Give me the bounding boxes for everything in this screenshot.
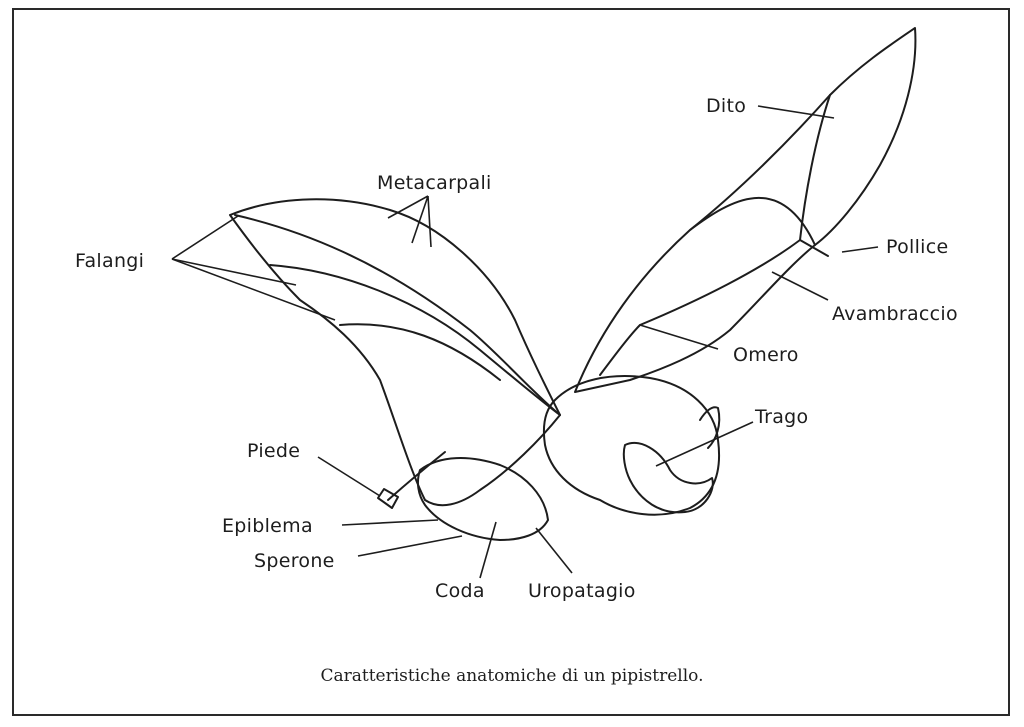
label-sperone: Sperone [254,550,335,572]
leader-falangi-3 [172,259,335,320]
label-epiblema: Epiblema [222,515,313,537]
left-wing-bone-2 [270,265,560,415]
leader-uropatagio [536,528,572,573]
leader-epiblema [342,520,438,525]
label-piede: Piede [247,440,300,462]
left-wing-bone-3 [340,324,500,380]
right-wing-membrane [575,28,915,392]
label-falangi: Falangi [75,250,144,272]
leader-pollice [842,247,878,252]
leader-avambraccio [772,272,828,300]
label-avambraccio: Avambraccio [832,303,958,325]
tail-membrane [418,458,548,540]
right-wing-humerus [600,325,640,375]
label-omero: Omero [733,344,799,366]
leader-omero [640,325,718,349]
leader-coda [480,522,496,578]
figure-caption: Caratteristiche anatomiche di un pipistr… [0,666,1024,686]
label-trago: Trago [755,406,808,428]
bat-body [544,376,719,515]
left-wing-bone-1 [235,215,560,415]
leader-falangi-2 [172,259,296,285]
label-coda: Coda [435,580,485,602]
label-dito: Dito [706,95,746,117]
leader-sperone [358,536,462,556]
right-wing-forearm [640,240,828,325]
leg [388,452,445,500]
foot [378,489,398,508]
right-wing-finger-1 [690,198,815,245]
leader-metacarpali-3 [428,196,431,247]
leader-dito [758,106,834,118]
label-metacarpali: Metacarpali [377,172,492,194]
label-pollice: Pollice [886,236,948,258]
leader-trago [656,422,753,466]
leader-falangi-1 [172,216,238,259]
label-uropatagio: Uropatagio [528,580,636,602]
leader-piede [318,457,380,496]
